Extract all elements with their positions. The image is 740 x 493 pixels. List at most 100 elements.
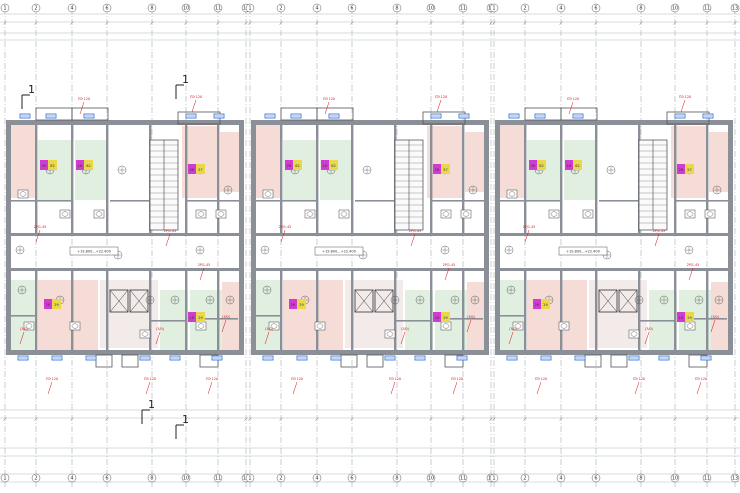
balcony [316,107,354,121]
level-mark: +19.800...+22.400 [69,246,119,256]
room-code-tag [433,312,441,322]
room-area: 62 [86,164,90,168]
room-code-tag [565,160,573,170]
room-fill [671,126,707,198]
dim-tick [105,417,109,421]
room-area-tag [293,160,302,170]
fixture [694,295,704,305]
sanitary [338,209,350,219]
sanitary-bowl [560,323,568,329]
axis-bubble [392,3,402,13]
room-area-tag [196,164,205,174]
partition [638,271,641,350]
fixture [684,245,694,255]
note-leader [79,101,85,115]
axis-label: 4 [70,476,73,482]
exterior-wall-right [484,120,489,355]
room-code: 2К [190,168,195,172]
partition [677,318,727,320]
sanitary-bowl [25,323,33,329]
room-area: 57 [687,168,691,172]
partition [599,200,639,202]
sanitary-bowl [686,323,694,329]
sanitary [440,321,452,331]
fixture [195,245,205,255]
axis-label: 2 [279,6,282,12]
room-area: 82 [295,164,299,168]
axis-label: 11 [704,6,710,12]
elevator-cross [109,289,129,313]
elevator-shaft [354,289,374,313]
corridor-wall [251,233,489,236]
partition [150,320,186,322]
dim-tick [523,21,527,25]
axis-label: 10 [183,6,189,12]
sanitary [704,209,716,219]
fixture [170,295,180,305]
note-leader [199,267,205,281]
red-note: ПЭ 120 [291,377,303,381]
note-leader [324,101,330,115]
axis-bubble [458,473,468,483]
fixture [634,295,644,305]
axis-label: 6 [594,476,597,482]
sanitary-bowl [316,323,324,329]
dim-tick [150,417,154,421]
fixture [17,285,27,295]
room-fill [254,120,282,198]
dim-tick [34,417,38,421]
room-fill [222,282,240,350]
elevator-cross [618,289,638,313]
axis-label: 1 [492,6,495,12]
partition [316,125,319,233]
dim-tick [705,21,709,25]
partition [188,318,238,320]
partition [256,200,316,202]
exterior-wall-bottom [6,350,244,355]
red-note: (3/0) [645,327,653,331]
dim-tick [461,21,465,25]
axis-bubble [245,473,255,483]
axis-label: 2 [34,6,37,12]
room-area: 29 [687,316,691,320]
room-code: 1К [679,316,684,320]
room-code: 1К [78,164,83,168]
axis-label: 2 [34,476,37,482]
note-leader [280,229,286,243]
partition [395,320,431,322]
axis-bubble [591,3,601,13]
room-area-tag [441,164,450,174]
sanitary [384,329,396,339]
red-note: (3/0) [401,327,409,331]
note-leader [191,99,197,113]
dim-tick [639,417,643,421]
partition [433,318,483,320]
elevator-shaft [618,289,638,313]
note-leader [634,381,640,395]
dim-tick [461,417,465,421]
fixture [470,295,480,305]
note-leader [568,101,574,115]
room-code-tag [44,299,52,309]
axis-label: 10 [183,476,189,482]
sanitary [684,321,696,331]
axis-bubble [312,3,322,13]
dim-tick [673,21,677,25]
partition [185,271,188,350]
dim-tick [70,21,74,25]
room-area: 29 [443,316,447,320]
fixture [606,165,616,175]
axis-bubble [31,3,41,13]
dim-tick [3,417,7,421]
room-fill [38,280,98,350]
room-area-tag [329,160,338,170]
sanitary [195,321,207,331]
fixture [15,245,25,255]
sanitary-bowl [686,211,694,217]
elevator-cross [374,289,394,313]
